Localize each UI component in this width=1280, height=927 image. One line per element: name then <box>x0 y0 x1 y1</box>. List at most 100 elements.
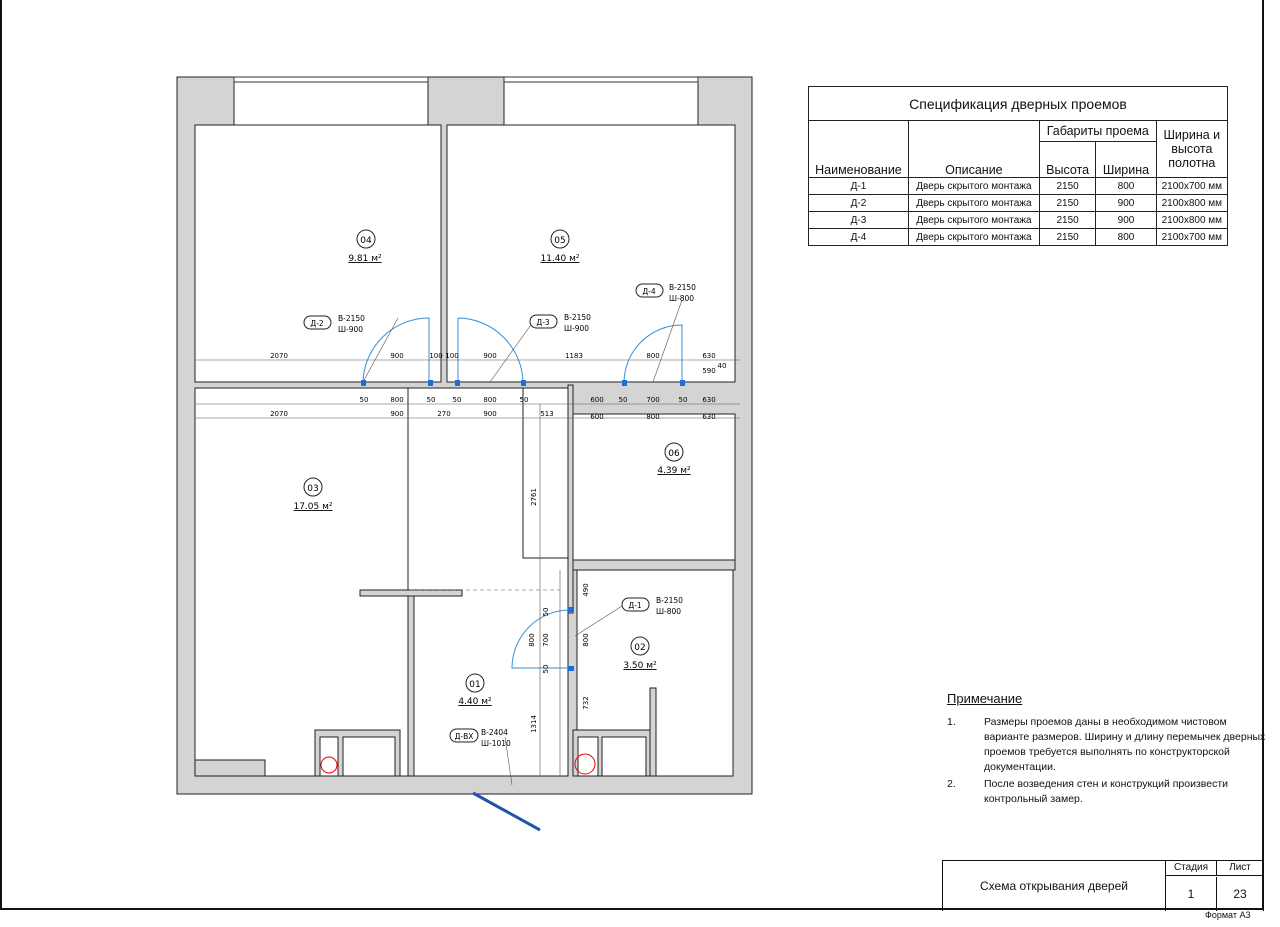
room-tag-06: 06 4.39 м² <box>657 442 691 476</box>
note-item: 2. После возведения стен и конструкций п… <box>947 777 1267 807</box>
frame-line-bottom <box>0 908 1264 910</box>
svg-text:270: 270 <box>437 410 450 418</box>
title-block: Схема открывания дверей Стадия Лист 1 23 <box>942 860 1264 911</box>
svg-text:800: 800 <box>483 396 496 404</box>
room-tag-01: 01 4.40 м² <box>458 673 492 707</box>
bath-wall-top <box>572 559 736 571</box>
door-swings <box>362 317 683 832</box>
spec-col-leaf-line2: высота <box>1171 142 1213 156</box>
svg-text:600: 600 <box>590 396 603 404</box>
svg-text:Д-ВХ: Д-ВХ <box>455 732 474 741</box>
notes: Примечание 1. Размеры проемов даны в нео… <box>947 691 1267 809</box>
frame-line-left <box>0 0 2 910</box>
svg-text:4.40 м²: 4.40 м² <box>458 697 492 707</box>
svg-text:Д-4: Д-4 <box>642 287 656 296</box>
svg-text:50: 50 <box>360 396 369 404</box>
note-text: После возведения стен и конструкций прои… <box>984 778 1229 805</box>
note-item: 1. Размеры проемов даны в необходимом чи… <box>947 715 1267 775</box>
balcony-right-gap <box>503 76 699 126</box>
svg-text:В-2150: В-2150 <box>669 283 696 292</box>
frame-line-right <box>1262 0 1264 910</box>
svg-text:50: 50 <box>542 608 550 617</box>
spec-col-leaf-line1: Ширина и <box>1163 128 1221 142</box>
window-right <box>503 76 699 83</box>
svg-text:800: 800 <box>582 633 590 646</box>
room-03-area <box>194 387 409 777</box>
svg-text:1183: 1183 <box>565 352 583 360</box>
room-06-area <box>572 413 736 561</box>
svg-text:900: 900 <box>390 410 403 418</box>
notes-heading: Примечание <box>947 691 1023 706</box>
svg-text:900: 900 <box>483 410 496 418</box>
svg-text:3.50 м²: 3.50 м² <box>623 661 657 671</box>
svg-text:100: 100 <box>429 352 442 360</box>
format-label: Формат А3 <box>1205 910 1251 920</box>
svg-text:В-2150: В-2150 <box>338 314 365 323</box>
svg-text:05: 05 <box>554 236 565 246</box>
svg-text:630: 630 <box>702 413 715 421</box>
svg-text:04: 04 <box>360 236 372 246</box>
svg-text:50: 50 <box>453 396 462 404</box>
svg-text:732: 732 <box>582 696 590 709</box>
dimension-texts: 2070 900 100 100 900 1183 800 630 590 40… <box>270 352 726 733</box>
svg-text:Ш-800: Ш-800 <box>669 294 694 303</box>
svg-text:В-2404: В-2404 <box>481 728 508 737</box>
window-left <box>233 76 429 83</box>
spec-col-height: Высота <box>1038 141 1097 178</box>
title-block-name: Схема открывания дверей <box>943 861 1166 911</box>
spec-col-width: Ширина <box>1095 141 1157 178</box>
svg-text:2070: 2070 <box>270 352 288 360</box>
svg-text:В-2150: В-2150 <box>564 313 591 322</box>
title-block-stage-label: Стадия <box>1166 861 1217 876</box>
title-block-stage: 1 <box>1166 877 1217 911</box>
spec-col-size: Габариты проема <box>1038 120 1157 142</box>
svg-text:Д-2: Д-2 <box>310 319 324 328</box>
svg-text:630: 630 <box>702 352 715 360</box>
svg-text:800: 800 <box>390 396 403 404</box>
spec-col-leaf-line3: полотна <box>1168 156 1216 170</box>
svg-text:900: 900 <box>483 352 496 360</box>
room-05-area <box>446 124 736 383</box>
kitchen-counter <box>359 589 463 597</box>
svg-text:700: 700 <box>646 396 659 404</box>
svg-text:590: 590 <box>702 367 715 375</box>
spec-col-leaf: Ширина и высота полотна <box>1155 120 1229 178</box>
svg-text:600: 600 <box>590 413 603 421</box>
svg-text:800: 800 <box>646 413 659 421</box>
balcony-left-gap <box>233 76 429 126</box>
note-number: 2. <box>947 778 956 790</box>
corridor-area <box>522 387 574 559</box>
bath-partition <box>649 687 657 777</box>
title-block-sheet: 23 <box>1233 887 1247 901</box>
svg-text:01: 01 <box>469 680 480 690</box>
svg-text:03: 03 <box>307 484 318 494</box>
svg-text:06: 06 <box>668 449 680 459</box>
spec-col-name: Наименование <box>808 120 909 178</box>
svg-text:50: 50 <box>619 396 628 404</box>
note-text: Размеры проемов даны в необходимом чисто… <box>984 716 1266 773</box>
svg-text:50: 50 <box>520 396 529 404</box>
svg-text:Д-3: Д-3 <box>536 318 550 327</box>
svg-text:9.81 м²: 9.81 м² <box>348 254 382 264</box>
door-spec-table: Спецификация дверных проемов Наименовани… <box>808 86 1229 246</box>
spec-col-desc: Описание <box>907 120 1040 178</box>
svg-text:4.39 м²: 4.39 м² <box>657 466 691 476</box>
svg-text:Д-1: Д-1 <box>628 601 642 610</box>
spec-title: Спецификация дверных проемов <box>808 86 1228 121</box>
title-block-sheet-label: Лист <box>1217 861 1263 876</box>
svg-text:513: 513 <box>540 410 553 418</box>
svg-text:1314: 1314 <box>530 715 538 733</box>
svg-text:40: 40 <box>718 362 727 370</box>
